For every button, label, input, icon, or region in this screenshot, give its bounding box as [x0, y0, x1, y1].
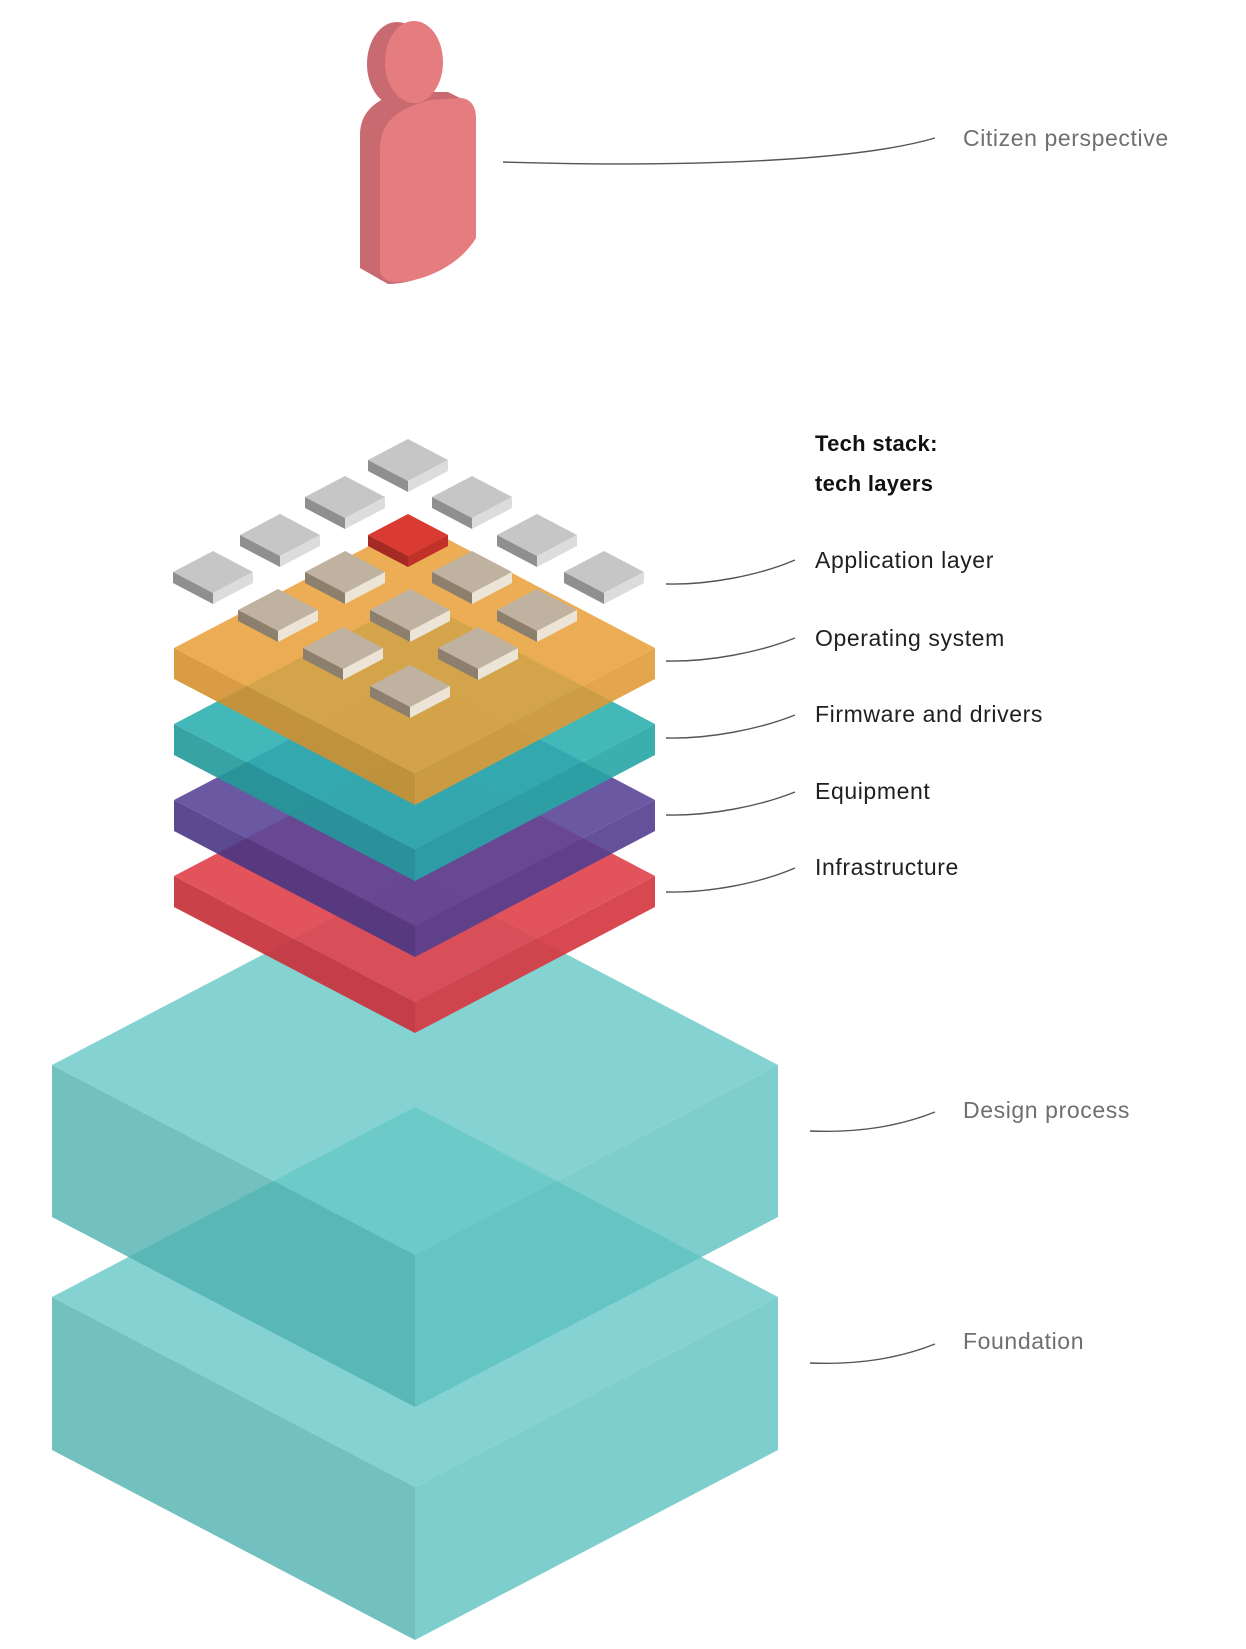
label-application-layer: Application layer [815, 547, 994, 573]
tech-stack-title-line2: tech layers [815, 471, 934, 496]
application-tile [432, 551, 512, 604]
label-firmware-drivers: Firmware and drivers [815, 701, 1043, 727]
application-tile [238, 589, 318, 642]
application-tile [432, 476, 512, 529]
application-tile [173, 551, 253, 604]
application-tile [497, 589, 577, 642]
design-process-block [52, 875, 778, 1407]
application-tile [497, 514, 577, 567]
application-tile [303, 627, 383, 680]
label-equipment: Equipment [815, 778, 931, 804]
connector-lines [502, 137, 936, 1365]
operating-system-layer [174, 522, 655, 805]
application-tile [564, 551, 644, 604]
label-infrastructure: Infrastructure [815, 854, 959, 880]
application-tile [240, 514, 320, 567]
citizen-figure [360, 21, 476, 284]
tech-stack-title-line1: Tech stack: [815, 431, 938, 456]
label-foundation: Foundation [963, 1328, 1085, 1354]
application-tile [438, 627, 518, 680]
application-tile [370, 589, 450, 642]
application-tile-highlight [368, 514, 448, 567]
label-citizen-perspective: Citizen perspective [963, 125, 1169, 151]
application-tile [305, 551, 385, 604]
application-tiles [173, 439, 644, 718]
label-design-process: Design process [963, 1097, 1130, 1123]
application-tile [370, 665, 450, 718]
application-tile [305, 476, 385, 529]
application-tile [368, 439, 448, 492]
label-operating-system: Operating system [815, 625, 1005, 651]
